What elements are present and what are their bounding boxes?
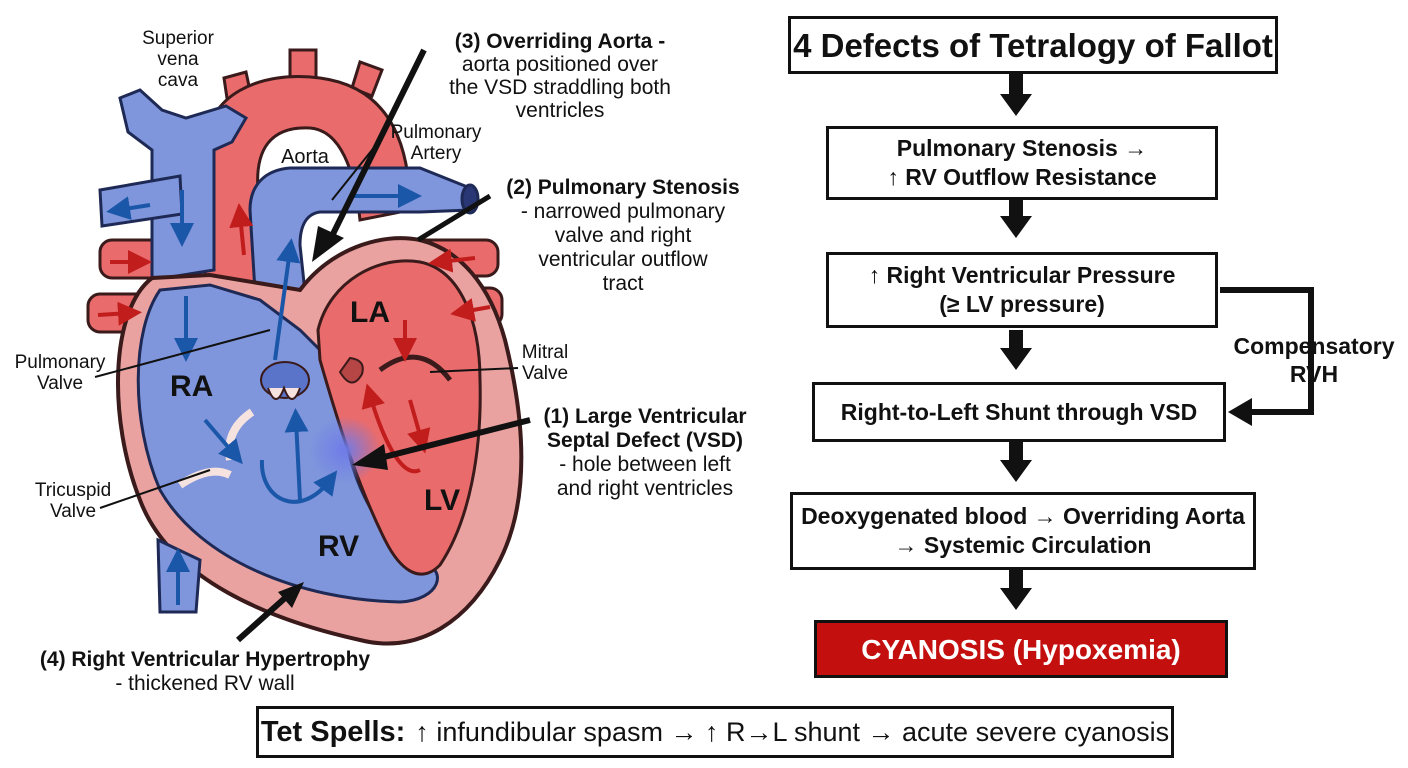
flow-connectors xyxy=(1000,74,1314,610)
flow-step-deoxygenated-blood: Deoxygenated blood → Overriding Aorta → … xyxy=(790,492,1256,570)
flow-step-rv-pressure: ↑ Right Ventricular Pressure (≥ LV press… xyxy=(826,252,1218,328)
vsd-glow xyxy=(309,416,381,484)
tet-spells-text: ↑ infundibular spasm → ↑ R→L shunt → acu… xyxy=(415,716,1170,747)
tet-spells-box: Tet Spells: ↑ infundibular spasm → ↑ R→L… xyxy=(256,706,1174,758)
pulmonary-valve-label: Pulmonary Valve xyxy=(14,352,106,394)
defect-1-annotation: (1) Large Ventricular Septal Defect (VSD… xyxy=(543,405,747,500)
blood-flow-blue xyxy=(106,184,422,605)
tet-spells-heading: Tet Spells: xyxy=(260,715,406,748)
defect-3-annotation: (3) Overriding Aorta - aorta positioned … xyxy=(449,30,671,122)
blood-flow-red xyxy=(97,203,491,474)
rvh-feedback-line xyxy=(1220,287,1314,415)
superior-vena-cava-label: Superior vena cava xyxy=(142,28,214,91)
defect-2-annotation: (2) Pulmonary Stenosis - narrowed pulmon… xyxy=(506,176,740,295)
flow-step-pulmonary-stenosis: Pulmonary Stenosis → ↑ RV Outflow Resist… xyxy=(826,126,1218,200)
flow-result-cyanosis: CYANOSIS (Hypoxemia) xyxy=(814,620,1228,678)
la-label: LA xyxy=(350,296,390,329)
mitral-valve-label: Mitral Valve xyxy=(521,342,569,384)
flow-step-shunt: Right-to-Left Shunt through VSD xyxy=(812,382,1226,442)
aorta-label: Aorta xyxy=(281,146,329,168)
heart-illustration xyxy=(86,48,531,646)
left-heart-chambers xyxy=(316,259,482,576)
flow-title-box: 4 Defects of Tetralogy of Fallot xyxy=(788,16,1278,74)
flow-arrows xyxy=(1000,74,1032,610)
tricuspid-valve-label: Tricuspid Valve xyxy=(34,480,112,522)
pointer-arrows xyxy=(236,48,531,643)
rv-label: RV xyxy=(318,530,360,563)
lv-label: LV xyxy=(424,484,461,517)
defect-4-annotation: (4) Right Ventricular Hypertrophy - thic… xyxy=(39,648,371,695)
compensatory-rvh-label: Compensatory RVH xyxy=(1233,333,1395,387)
rvh-feedback-arrowhead xyxy=(1228,398,1252,426)
ra-label: RA xyxy=(170,370,214,403)
pulmonary-artery-label: Pulmonary Artery xyxy=(390,122,482,164)
